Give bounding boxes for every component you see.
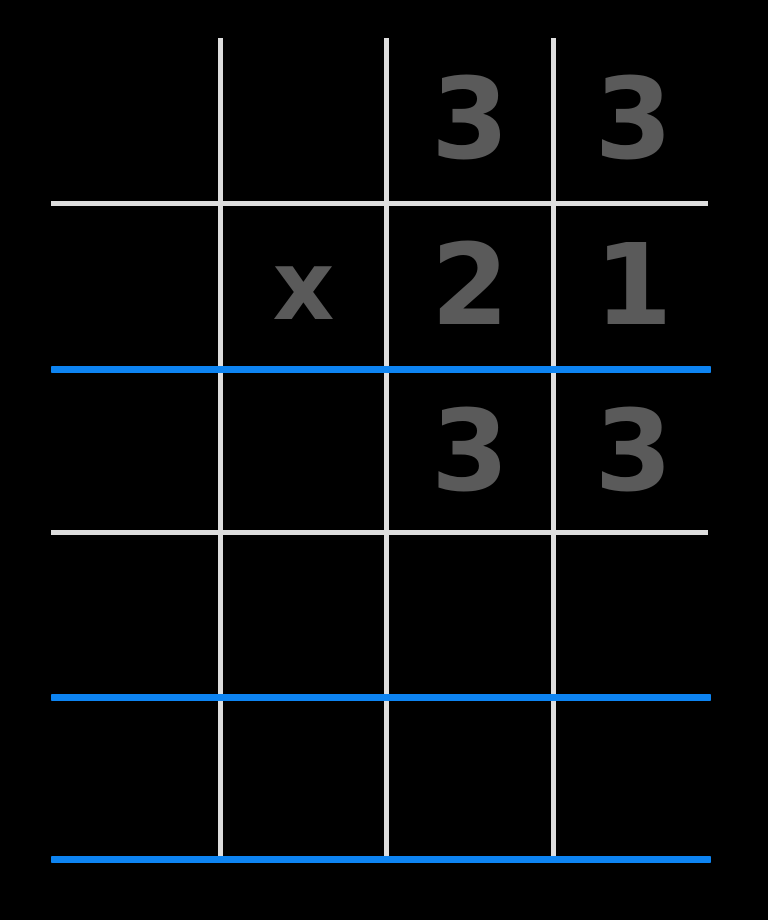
cell-r1c4[interactable]: 3 <box>594 54 673 185</box>
cell-r4c2[interactable] <box>223 535 384 694</box>
column-separator-2 <box>384 38 389 862</box>
operation-rule-3 <box>51 856 711 863</box>
cell-r4c3[interactable] <box>389 535 551 694</box>
column-separator-1 <box>218 38 223 862</box>
column-separator-3 <box>551 38 556 862</box>
cell-r3c3[interactable]: 3 <box>431 386 509 517</box>
operation-rule-2 <box>51 694 711 701</box>
cell-r2c2-operator[interactable]: x <box>272 230 335 342</box>
row-separator-1 <box>51 201 708 206</box>
cell-r3c2[interactable] <box>223 373 384 530</box>
cell-r4c4[interactable] <box>556 535 711 694</box>
cell-r1c2[interactable] <box>223 38 384 201</box>
row-separator-2 <box>51 530 708 535</box>
cell-r3c4[interactable]: 3 <box>594 386 673 517</box>
cell-r2c1[interactable] <box>51 206 218 366</box>
cell-r5c3[interactable] <box>389 701 551 856</box>
cell-r2c3[interactable]: 2 <box>431 221 509 351</box>
cell-r4c1[interactable] <box>51 535 218 694</box>
cell-r1c1[interactable] <box>51 38 218 201</box>
cell-r2c4[interactable]: 1 <box>594 221 673 351</box>
cell-r5c1[interactable] <box>51 701 218 856</box>
cell-r5c4[interactable] <box>556 701 711 856</box>
operation-rule-1 <box>51 366 711 373</box>
cell-r1c3[interactable]: 3 <box>431 54 509 185</box>
cell-r3c1[interactable] <box>51 373 218 530</box>
cell-r5c2[interactable] <box>223 701 384 856</box>
